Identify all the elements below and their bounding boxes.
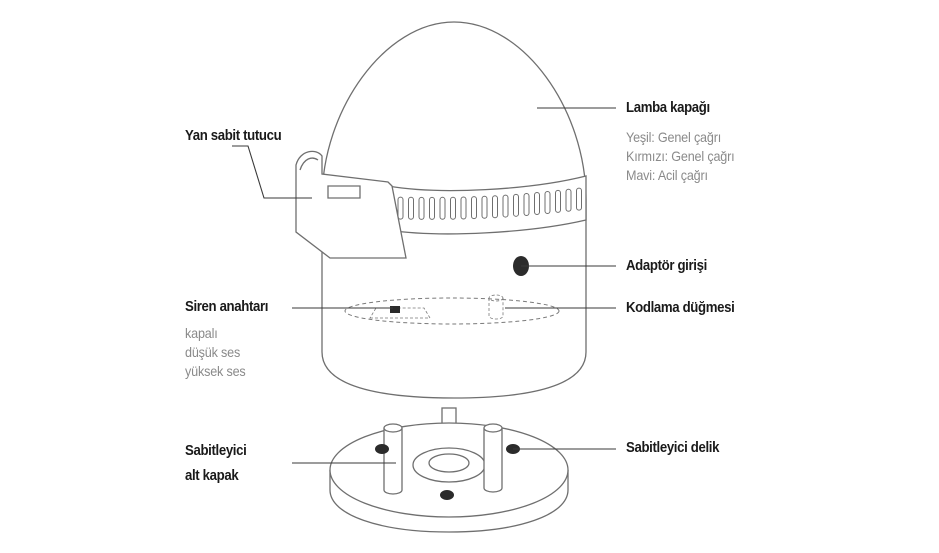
strap-slot bbox=[523, 192, 530, 216]
strap-slot bbox=[418, 196, 425, 220]
strap-slot bbox=[576, 187, 582, 211]
strap-slot bbox=[544, 190, 551, 214]
siren-mode-off: kapalı bbox=[185, 325, 218, 341]
strap-slot bbox=[534, 192, 540, 216]
strap-slot bbox=[408, 196, 414, 220]
strap-slot bbox=[481, 195, 488, 219]
leader-lines bbox=[232, 107, 616, 464]
side-holder bbox=[295, 150, 407, 259]
label-fixing-hole: Sabitleyici delik bbox=[626, 439, 720, 456]
strap-slot bbox=[471, 196, 477, 220]
lamp-color-red: Kırmızı: Genel çağrı bbox=[626, 148, 735, 164]
fixing-base bbox=[329, 407, 569, 533]
label-lamp-cover: Lamba kapağı bbox=[626, 99, 710, 116]
strap-slot bbox=[397, 196, 404, 220]
label-siren-switch: Siren anahtarı bbox=[185, 298, 269, 315]
leader-side-holder bbox=[232, 145, 312, 199]
fixing-holes bbox=[375, 444, 520, 500]
lamp-color-blue: Mavi: Acil çağrı bbox=[626, 167, 708, 183]
siren-mode-low: düşük ses bbox=[185, 344, 241, 360]
strap-slot bbox=[429, 196, 435, 220]
strap-band bbox=[387, 175, 587, 235]
label-side-holder: Yan sabit tutucu bbox=[185, 127, 282, 144]
strap-slot bbox=[565, 188, 572, 212]
strap-slot bbox=[555, 189, 561, 213]
strap-slot bbox=[439, 196, 446, 220]
strap-slot bbox=[492, 195, 498, 219]
label-fixing-base-line2: alt kapak bbox=[185, 467, 239, 484]
siren-mode-high: yüksek ses bbox=[185, 363, 246, 379]
label-coding-button: Kodlama düğmesi bbox=[626, 299, 735, 316]
strap-slot bbox=[513, 193, 519, 217]
label-fixing-base-line1: Sabitleyici bbox=[185, 442, 247, 459]
internal-plane bbox=[344, 294, 560, 325]
strap-slot bbox=[502, 194, 509, 218]
label-adapter-input: Adaptör girişi bbox=[626, 257, 707, 274]
lamp-color-green: Yeşil: Genel çağrı bbox=[626, 129, 722, 145]
strap-slot bbox=[450, 196, 456, 220]
strap-slot bbox=[460, 196, 467, 220]
